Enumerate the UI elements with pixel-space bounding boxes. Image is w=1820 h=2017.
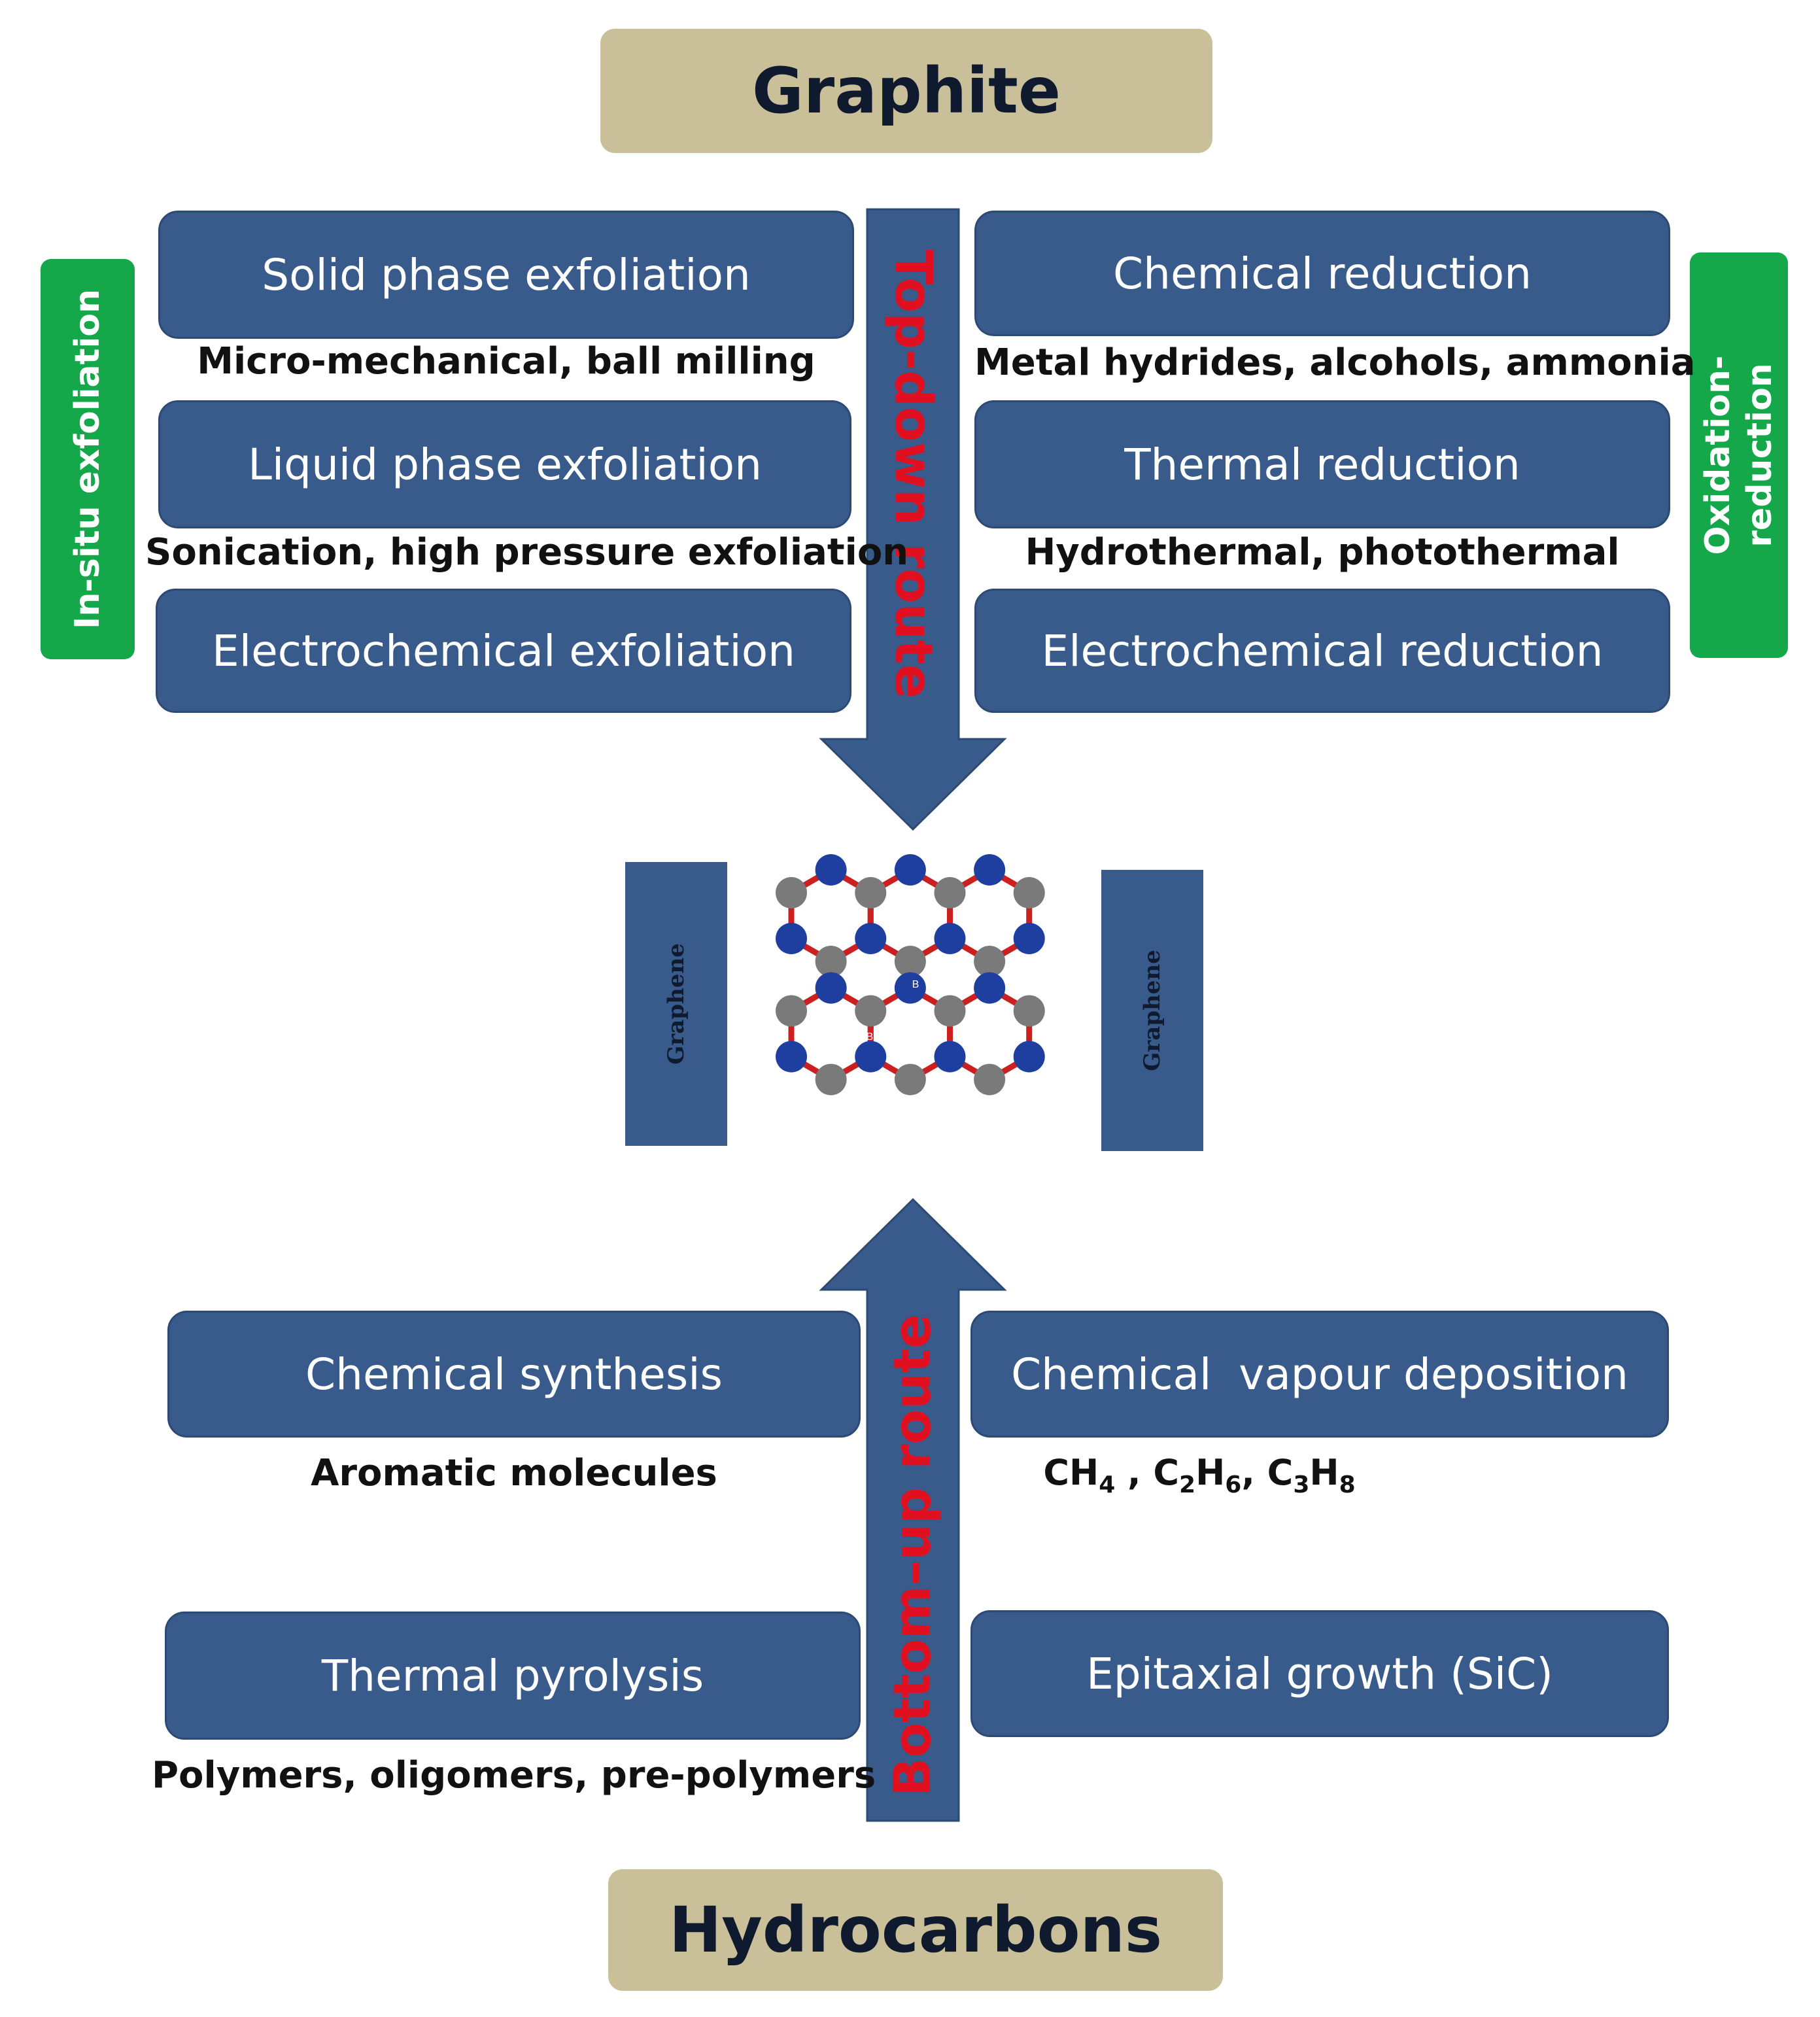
lattice-site-label: A — [912, 1025, 919, 1036]
lattice-atom-a — [1013, 1041, 1045, 1073]
lattice-atom-a — [894, 854, 926, 886]
graphene-label-bar-left: Graphene — [625, 862, 727, 1146]
method-box-epitaxial-growth: Epitaxial growth (SiC) — [970, 1610, 1669, 1737]
method-detail: Metal hydrides, alcohols, ammonia — [974, 341, 1696, 384]
method-box-thermal-reduction: Thermal reduction — [974, 400, 1670, 528]
method-box-electrochemical-exfoliation: Electrochemical exfoliation — [156, 589, 851, 713]
top-down-route-label: Top-down route — [884, 249, 942, 699]
method-label: Solid phase exfoliation — [262, 249, 751, 300]
lattice-atom-b — [815, 1063, 847, 1095]
bottom-up-arrow — [819, 1198, 1007, 1822]
in-situ-exfoliation-label: In-situ exfoliation — [68, 288, 107, 630]
in-situ-exfoliation-tag: In-situ exfoliation — [41, 259, 135, 659]
formula-methane: CH4 , — [1043, 1452, 1154, 1498]
lattice-atom-a — [974, 854, 1006, 886]
oxidation-reduction-line2: reduction — [1740, 363, 1779, 547]
method-label: Thermal pyrolysis — [321, 1650, 704, 1701]
method-box-liquid-phase-exfoliation: Liquid phase exfoliation — [158, 400, 851, 528]
graphene-lattice: B A B B — [776, 854, 1045, 1095]
graphite-source-box: Graphite — [600, 29, 1212, 153]
lattice-atom-b — [974, 946, 1006, 977]
method-detail: Aromatic molecules — [311, 1452, 717, 1494]
hydrocarbons-label: Hydrocarbons — [668, 1893, 1163, 1967]
lattice-atom-b — [934, 995, 966, 1027]
hydrocarbons-source-box: Hydrocarbons — [608, 1869, 1223, 1991]
graphene-label-left: Graphene — [663, 943, 689, 1065]
bottom-up-route-label: Bottom–up route — [884, 1314, 942, 1797]
oxidation-reduction-tag: Oxidation- reduction — [1690, 252, 1788, 658]
lattice-atom-a — [776, 923, 807, 954]
lattice-atom-a — [815, 854, 847, 886]
lattice-atom-b — [894, 1063, 926, 1095]
lattice-atom-b — [934, 877, 966, 908]
method-box-thermal-pyrolysis: Thermal pyrolysis — [165, 1612, 861, 1740]
method-box-electrochemical-reduction: Electrochemical reduction — [974, 589, 1670, 713]
lattice-atom-b — [815, 946, 847, 977]
lattice-atom-a — [776, 1041, 807, 1073]
method-label: Thermal reduction — [1124, 439, 1520, 490]
lattice-site-label: B — [958, 1031, 965, 1043]
method-label: Chemical synthesis — [305, 1349, 723, 1400]
method-label: Epitaxial growth (SiC) — [1086, 1648, 1553, 1699]
method-detail: Sonication, high pressure exfoliation — [145, 531, 909, 574]
lattice-atom-a — [1013, 923, 1045, 954]
formula-ethane: C2H6, — [1153, 1452, 1267, 1498]
graphene-label-bar-right: Graphene — [1101, 870, 1203, 1151]
method-label: Electrochemical reduction — [1041, 625, 1604, 676]
lattice-atom-a — [934, 923, 966, 954]
lattice-atom-b — [1013, 877, 1045, 908]
method-box-chemical-vapour-deposition: Chemical vapour deposition — [970, 1311, 1669, 1438]
method-detail: Polymers, oligomers, pre-polymers — [152, 1754, 876, 1797]
lattice-atom-b — [855, 877, 887, 908]
lattice-atom-b — [855, 995, 887, 1027]
lattice-site-label: B — [912, 979, 919, 990]
lattice-site-label: B — [867, 1031, 874, 1043]
lattice-atom-a — [815, 972, 847, 1004]
method-label: Liquid phase exfoliation — [248, 439, 762, 490]
bottom-up-route-label-wrap: Bottom–up route — [867, 1290, 959, 1821]
lattice-atom-b — [776, 995, 807, 1027]
method-detail: Hydrothermal, photothermal — [1025, 531, 1620, 574]
lattice-atom-b — [1013, 995, 1045, 1027]
cvd-feedstock-formulas: CH4 , C2H6, C3H8 — [970, 1452, 1428, 1498]
lattice-atom-b — [894, 946, 926, 977]
formula-propane: C3H8 — [1267, 1452, 1356, 1498]
oxidation-reduction-line1: Oxidation- — [1698, 355, 1738, 555]
method-box-chemical-synthesis: Chemical synthesis — [167, 1311, 861, 1438]
lattice-atom-b — [974, 1063, 1006, 1095]
lattice-atom-a — [934, 1041, 966, 1073]
graphite-label: Graphite — [752, 54, 1061, 128]
method-box-chemical-reduction: Chemical reduction — [974, 211, 1670, 336]
lattice-atom-a — [855, 923, 887, 954]
top-down-arrow — [819, 208, 1007, 831]
method-label: Chemical reduction — [1113, 248, 1532, 299]
method-label: Electrochemical exfoliation — [212, 625, 795, 676]
oxidation-reduction-label: Oxidation- reduction — [1697, 356, 1781, 555]
graphene-label-right: Graphene — [1139, 950, 1165, 1071]
lattice-atom-a — [855, 1041, 887, 1073]
method-detail: Micro-mechanical, ball milling — [197, 340, 816, 383]
lattice-atom-b — [776, 877, 807, 908]
method-box-solid-phase-exfoliation: Solid phase exfoliation — [158, 211, 854, 339]
method-label: Chemical vapour deposition — [1011, 1349, 1628, 1400]
lattice-atom-a — [974, 972, 1006, 1004]
lattice-atom-a — [894, 972, 926, 1004]
top-down-route-label-wrap: Top-down route — [867, 209, 959, 739]
